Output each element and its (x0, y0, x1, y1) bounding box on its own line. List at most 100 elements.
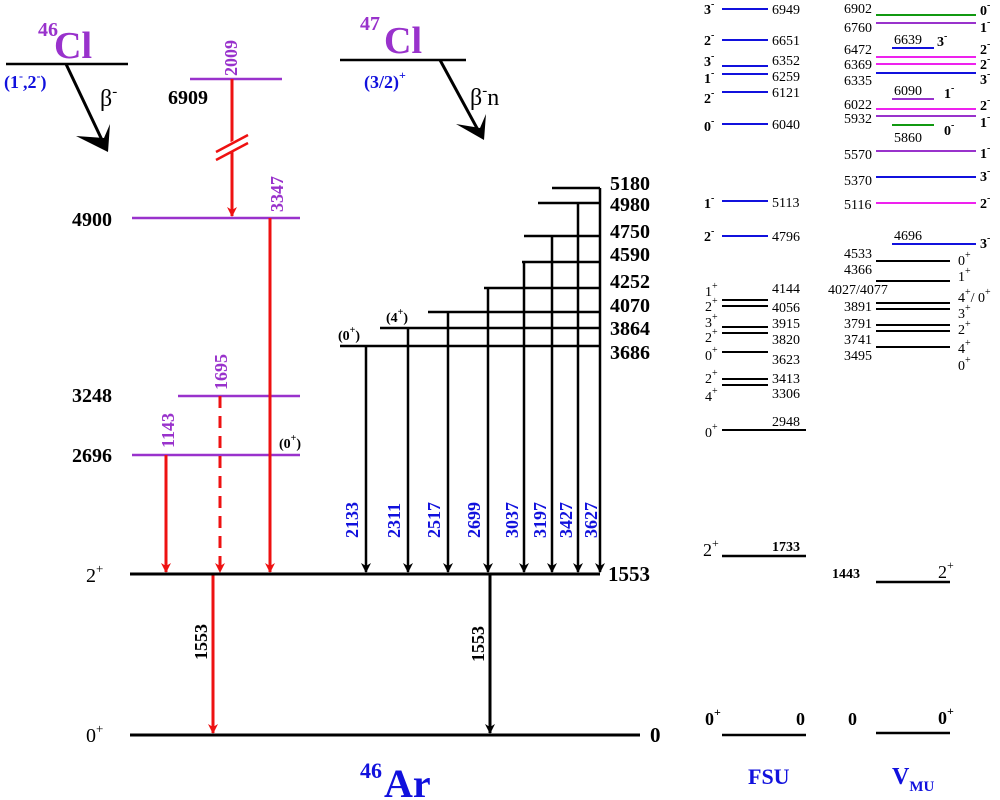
level-2696-spin: (0+) (279, 433, 301, 452)
gamma-2517-label: 2517 (424, 502, 444, 538)
cl46-parent: 46 Cl (1-,2-) β- (4, 19, 128, 152)
fsu-spin-1733: 2+ (703, 536, 719, 560)
vmu-spin-6335: 3- (980, 69, 990, 88)
vmu-energy-4366: 4366 (844, 263, 872, 278)
fsu-spin-3413: 2+ (705, 368, 718, 387)
beta-n-scheme: 5180 4980 4750 4590 4252 4070 3864 3686 … (338, 173, 650, 573)
gamma-1695-label: 1695 (211, 354, 231, 390)
level-1553-spin: 2+ (86, 561, 103, 587)
level-4070-label: 4070 (610, 295, 650, 317)
fsu-spin-6352: 3- (704, 51, 714, 70)
vmu-spin-5570: 1- (980, 143, 990, 162)
fsu-energy-3623: 3623 (772, 353, 800, 368)
cl47-symbol: Cl (384, 20, 422, 62)
fsu-energy-6121: 6121 (772, 86, 800, 101)
vmu-spin-4366: 1+ (958, 266, 971, 285)
fsu-spin-3623: 0+ (705, 345, 718, 364)
fsu-spin-5113: 1- (704, 193, 714, 212)
vmu-energy-5116: 5116 (844, 198, 871, 213)
level-0-label: 0 (650, 723, 661, 747)
gamma-2009-break-mark-2 (215, 141, 249, 162)
fsu-spin-3306: 4+ (705, 386, 718, 405)
cl47-beta-arrow-shaft (438, 59, 480, 131)
level-3686-label: 3686 (610, 342, 650, 364)
cl47-beta-arrowhead (456, 114, 486, 140)
vmu-spin-5116: 2- (980, 193, 990, 212)
level-5180-label: 5180 (610, 173, 650, 195)
gamma-3347-label: 3347 (267, 176, 287, 212)
cl46-beta-label: β- (100, 84, 117, 112)
vmu-energy-5370: 5370 (844, 174, 872, 189)
vmu-energy-5570: 5570 (844, 148, 872, 163)
vmu-inset-spin-6090: 1- (944, 83, 954, 102)
gamma-1553-red-label: 1553 (191, 624, 211, 660)
vmu-energy-6472: 6472 (844, 43, 872, 58)
fsu-energy-6352: 6352 (772, 54, 800, 69)
fsu-energy-1733: 1733 (772, 540, 800, 555)
fsu-spin-3915: 3+ (705, 312, 718, 331)
vmu-energy-4027-4077: 4027/4077 (828, 283, 888, 298)
cl46-symbol: Cl (54, 25, 92, 67)
fsu-energy-3820: 3820 (772, 333, 800, 348)
vmu-energy-3495: 3495 (844, 349, 872, 364)
level-4590-label: 4590 (610, 244, 650, 266)
vmu-spin-6472: 2- (980, 39, 990, 58)
cl46-mass: 46 (38, 19, 58, 41)
ar46-low-levels: 2+ 1553 0+ 0 1553 46 Ar (86, 561, 661, 800)
level-1553-label: 1553 (608, 562, 650, 586)
gamma-2009-break-mark-1 (215, 133, 249, 154)
vmu-spin-6760: 1- (980, 17, 990, 36)
gamma-1143-label: 1143 (158, 413, 178, 448)
fsu-energy-2948: 2948 (772, 415, 800, 430)
cl47-beta-n-label: β-n (470, 83, 499, 111)
level-4070-spin: (4+) (386, 307, 408, 326)
vmu-energy-3741: 3741 (844, 333, 872, 348)
fsu-energy-3413: 3413 (772, 372, 800, 387)
vmu-spin-3791: 2+ (958, 319, 971, 338)
level-3864-label: 3864 (610, 318, 650, 340)
level-4750-label: 4750 (610, 221, 650, 243)
fsu-spin-6040: 0- (704, 116, 714, 135)
fsu-spin-4056: 2+ (705, 296, 718, 315)
fsu-energy-3915: 3915 (772, 317, 800, 332)
vmu-inset-energy-5860: 5860 (894, 131, 922, 146)
fsu-energy-5113: 5113 (772, 196, 799, 211)
vmu-inset-energy-4696: 4696 (894, 229, 922, 244)
vmu-spin-3891: 3+ (958, 303, 971, 322)
vmu-spin-0: 0+ (938, 704, 954, 728)
vmu-column: 6902 6760 6472 6369 6335 6022 5932 5570 … (828, 0, 991, 795)
fsu-spin-6259: 1- (704, 68, 714, 87)
vmu-inset-energy-6639: 6639 (894, 33, 922, 48)
gamma-3627-label: 3627 (581, 502, 601, 538)
level-2696-label: 2696 (72, 445, 112, 467)
vmu-label: VMU (892, 764, 935, 795)
gamma-1553-black-label: 1553 (468, 626, 488, 662)
vmu-spin-1443: 2+ (938, 558, 954, 582)
level-4900-label: 4900 (72, 209, 112, 231)
cl46-beta-arrowhead (76, 124, 110, 152)
vmu-energy-3891: 3891 (844, 300, 872, 315)
level-6909-label: 6909 (168, 87, 208, 109)
fsu-energy-6040: 6040 (772, 118, 800, 133)
fsu-energy-6949: 6949 (772, 3, 800, 18)
vmu-energy-6369: 6369 (844, 58, 872, 73)
fsu-energy-4796: 4796 (772, 230, 800, 245)
fsu-spin-4144: 1+ (705, 281, 718, 300)
gamma-2009-break-gap (213, 134, 251, 159)
fsu-energy-6259: 6259 (772, 70, 800, 85)
vmu-spin-6902: 0- (980, 0, 990, 19)
vmu-energy-6760: 6760 (844, 21, 872, 36)
cl46-spin: (1-,2-) (4, 69, 47, 93)
vmu-energy-6335: 6335 (844, 74, 872, 89)
cl47-spin: (3/2)+ (364, 68, 406, 93)
cl47-mass: 47 (360, 13, 380, 35)
gamma-3037-label: 3037 (502, 502, 522, 538)
fsu-energy-6651: 6651 (772, 34, 800, 49)
gamma-3427-label: 3427 (556, 502, 576, 538)
vmu-energy-4533: 4533 (844, 247, 872, 262)
fsu-energy-3306: 3306 (772, 387, 800, 402)
fsu-column: 3- 2- 3- 1- 2- 0- 1- 2- 6949 6651 6352 6… (703, 0, 806, 789)
vmu-energy-5932: 5932 (844, 112, 872, 127)
beta-decay-scheme: 6909 4900 3248 2696 (0+) 2009 3347 1695 … (72, 40, 301, 734)
